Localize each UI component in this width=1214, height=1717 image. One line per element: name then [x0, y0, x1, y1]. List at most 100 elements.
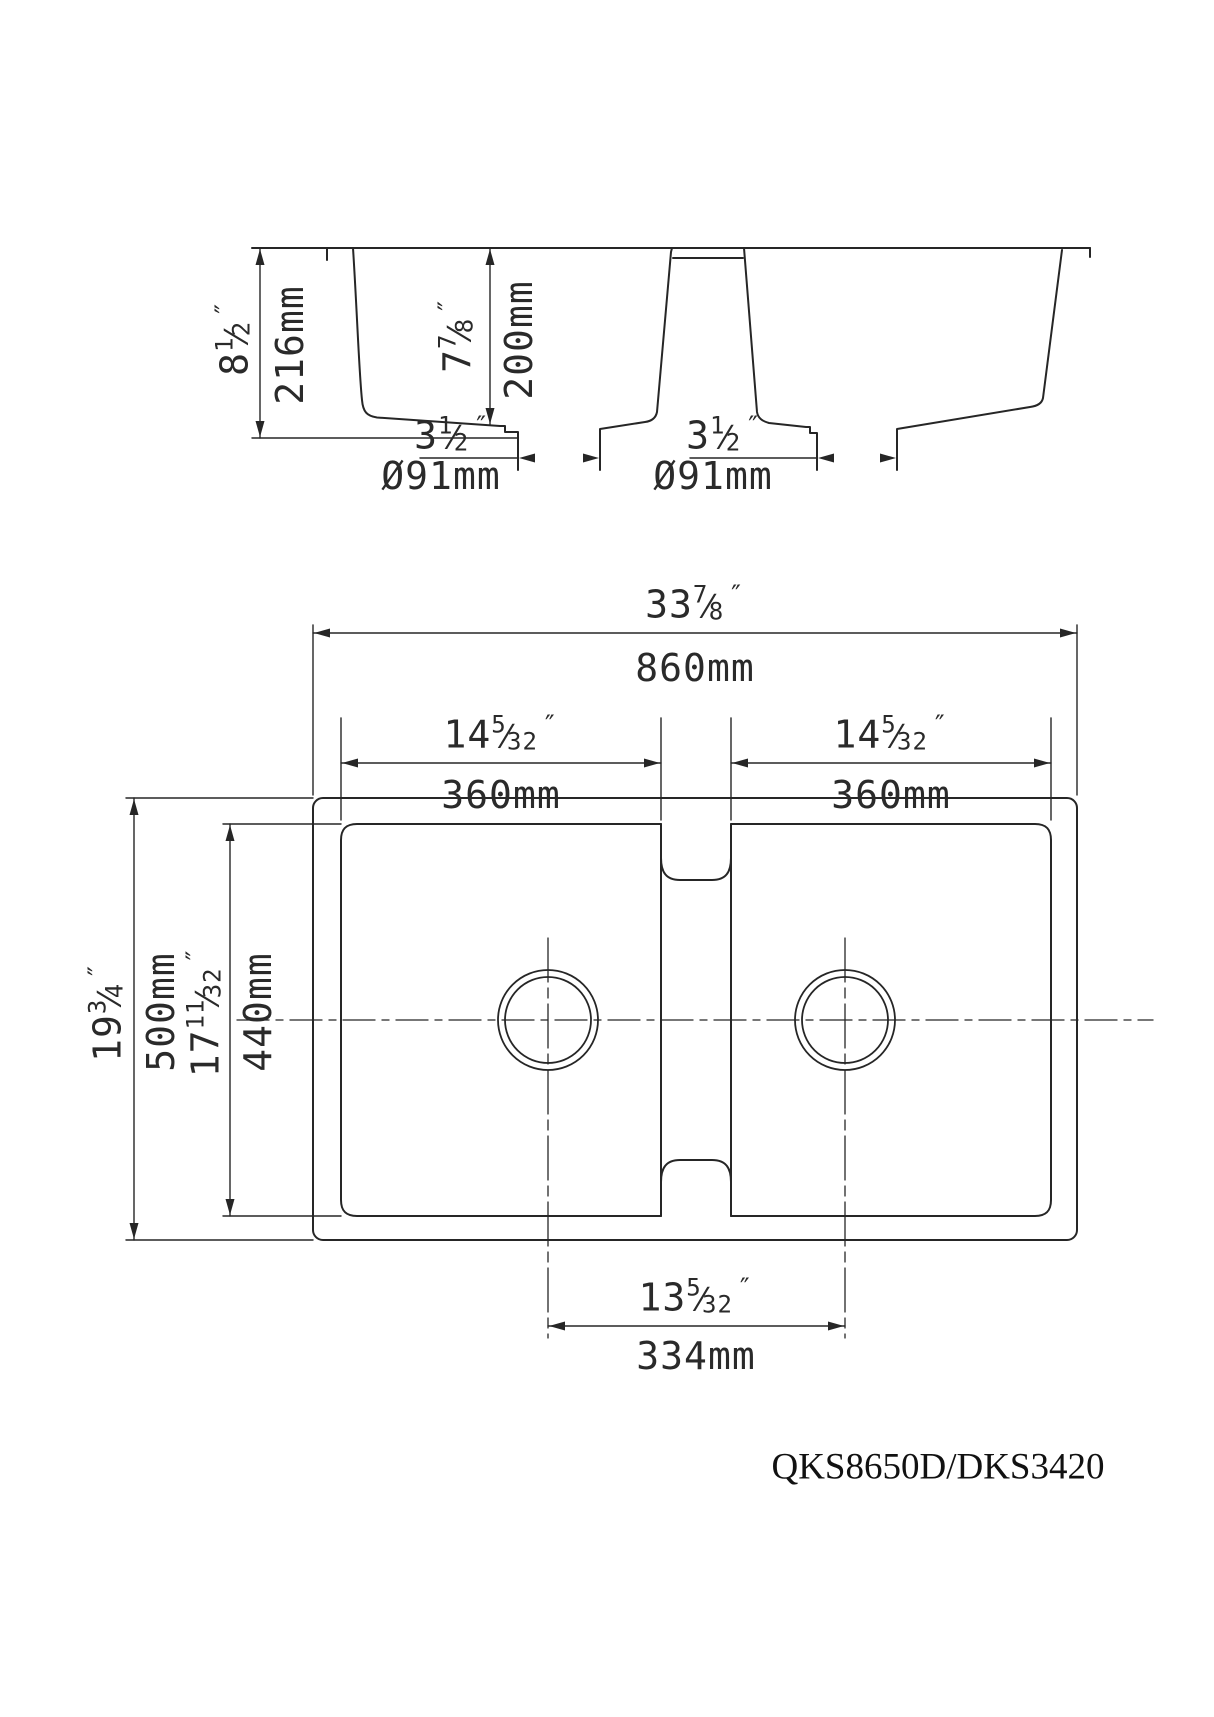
dim-denominator: 32: [198, 967, 227, 999]
plan-overall-width-metric: 860mm: [635, 649, 754, 687]
dim-metric: 334mm: [636, 1334, 756, 1378]
section-left-bowl-profile: [352, 247, 519, 471]
arrow-up-icon: [225, 825, 235, 841]
arrow-up-icon: [129, 799, 139, 815]
dim-metric: 360mm: [831, 773, 951, 817]
dim-numerator: 5: [491, 710, 507, 739]
section-right-drain-metric: Ø91mm: [653, 457, 772, 495]
dim-metric: Ø91mm: [653, 454, 773, 498]
dim-denominator: 2: [227, 320, 256, 337]
arrow-left-icon: [519, 453, 535, 463]
dim-metric: 500mm: [139, 952, 183, 1072]
dim-whole: 14: [443, 712, 492, 757]
plan-bowl-front-to-back-metric: 440mm: [236, 952, 280, 1072]
dim-denominator: 32: [702, 1290, 733, 1319]
dim-denominator: 32: [507, 727, 538, 756]
plan-divider-top-notch: [660, 823, 732, 881]
plan-bowl-front-to-back-imperial: 1711⁄32″: [181, 946, 228, 1078]
plan-overall-depth-metric: 500mm: [139, 952, 183, 1072]
inch-mark: ″: [181, 946, 212, 964]
plan-centerlines: [236, 937, 1154, 1339]
inch-mark: ″: [728, 580, 745, 611]
section-arrowheads: [255, 249, 896, 463]
section-left-drain-metric: Ø91mm: [381, 457, 500, 495]
fraction-slash: ⁄: [503, 717, 510, 756]
plan-outer-rim: [312, 797, 1078, 1241]
arrow-down-icon: [225, 1199, 235, 1215]
inch-mark: ″: [745, 411, 762, 442]
inch-mark: ″: [210, 300, 241, 317]
section-view: [251, 247, 1091, 471]
section-divider-profile: [599, 247, 673, 471]
dim-numerator: 11: [181, 998, 210, 1030]
arrow-down-icon: [485, 408, 495, 424]
section-right-drain-imperial: 31⁄2″: [686, 414, 762, 455]
dim-whole: 13: [638, 1275, 687, 1320]
dim-metric: 440mm: [236, 952, 280, 1072]
section-overall-height-metric: 216mm: [268, 285, 312, 404]
dim-denominator: 4: [100, 982, 129, 999]
dim-denominator: 8: [450, 317, 479, 334]
arrow-left-icon: [314, 628, 330, 638]
dim-whole: 17: [183, 1029, 228, 1078]
inch-mark: ″: [433, 297, 464, 314]
plan-overall-width-imperial: 337⁄8″: [645, 583, 745, 624]
plan-arrowheads: [129, 628, 1076, 1331]
dim-metric: Ø91mm: [381, 454, 501, 498]
inch-mark: ″: [541, 710, 559, 741]
section-bowl-depth-imperial: 77⁄8″: [433, 297, 480, 373]
dim-metric: 200mm: [497, 280, 541, 400]
plan-view: [125, 624, 1154, 1339]
model-code-text: QKS8650D/DKS3420: [771, 1446, 1105, 1488]
dim-numerator: 7: [692, 580, 709, 609]
dim-metric: 860mm: [635, 646, 755, 690]
inch-mark: ″: [83, 962, 114, 979]
plan-left-bowl: [340, 823, 662, 1217]
fraction-slash: ⁄: [698, 1280, 705, 1319]
plan-right-bowl-width-metric: 360mm: [831, 776, 950, 814]
section-bowl-depth-metric: 200mm: [497, 280, 541, 400]
dim-metric: 360mm: [441, 773, 561, 817]
arrow-up-icon: [485, 249, 495, 265]
arrow-right-icon: [828, 1321, 844, 1331]
plan-drain-spacing-imperial: 135⁄32″: [638, 1276, 753, 1317]
plan-right-bowl: [730, 823, 1052, 1217]
dim-numerator: 5: [881, 710, 897, 739]
dim-whole: 7: [435, 349, 480, 373]
model-code: QKS8650D/DKS3420: [771, 1446, 1104, 1489]
arrow-right-icon: [583, 453, 599, 463]
dim-whole: 3: [414, 413, 438, 458]
inch-mark: ″: [931, 710, 949, 741]
plan-dimension-lines: [133, 632, 1078, 1327]
arrow-up-icon: [255, 249, 265, 265]
plan-drain-spacing-metric: 334mm: [636, 1337, 755, 1375]
arrow-left-icon: [818, 453, 834, 463]
arrow-right-icon: [644, 758, 660, 768]
arrow-right-icon: [1060, 628, 1076, 638]
dim-whole: 8: [212, 352, 257, 376]
section-dimension-lines: [259, 247, 818, 459]
dim-whole: 19: [85, 1014, 130, 1062]
plan-divider-bottom-notch: [660, 1159, 732, 1217]
section-right-bowl-profile: [896, 249, 1063, 471]
arrow-left-icon: [732, 758, 748, 768]
inch-mark: ″: [473, 411, 490, 442]
plan-left-bowl-width-metric: 360mm: [441, 776, 560, 814]
dim-numerator: 1: [709, 411, 726, 440]
dim-numerator: 5: [686, 1273, 702, 1302]
arrow-down-icon: [255, 421, 265, 437]
fraction-slash: ⁄: [450, 418, 457, 457]
plan-extension-lines: [125, 624, 1078, 1241]
fraction-slash: ⁄: [722, 418, 729, 457]
dim-denominator: 8: [708, 597, 725, 626]
section-left-drain-imperial: 31⁄2″: [414, 414, 490, 455]
dim-denominator: 2: [725, 428, 742, 457]
fraction-slash: ⁄: [893, 717, 900, 756]
dim-numerator: 1: [437, 411, 454, 440]
arrow-left-icon: [342, 758, 358, 768]
dim-denominator: 2: [453, 428, 470, 457]
plan-overall-depth-imperial: 193⁄4″: [83, 962, 130, 1062]
plan-left-bowl-width-imperial: 145⁄32″: [443, 713, 558, 754]
